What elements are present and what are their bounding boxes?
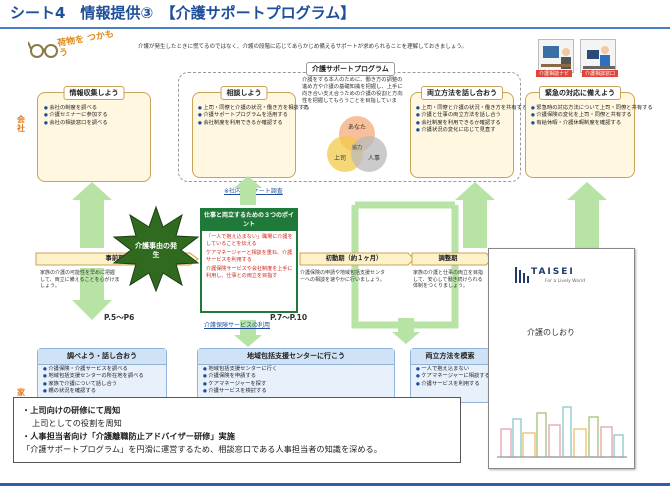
list-item: 介護サービスを利用する [416,381,490,388]
list-item: 上司・同僚と介護の状況・働き方を相談する [198,105,309,112]
stage-pre-description: 家族の介護の可能性を早めに把握して、両立に備えることを心がけましょう。 [40,270,120,289]
list-item: 地域包括支援センターに行く [203,366,277,373]
title-underline [0,27,670,29]
list-item: 介護と仕事の両立方法を話し合う [416,112,527,119]
balance-discuss-title: 両立方法を話し合おう [421,86,503,100]
list-item: 会社の制度を調べる [44,105,108,112]
program-description: 介護をする本人のために、働き方の調整の進め方や介護の基礎知識を把握し、上手に向き… [302,77,403,111]
stage-pre: 事前期 [105,255,125,262]
venn-circle-hr [351,136,387,172]
list-item: 介護保険の変化を上司・同僚と共有する [531,112,653,119]
balance-seek-box: 両立方法を模索 一人で抱え込まない ケアマネージャーに相談する 介護サービスを利… [410,348,490,403]
venn-label-center: 協力 [352,144,362,151]
city-skyline-illustration [497,406,627,458]
list-item: 介護保険・介護サービスを調べる [43,366,144,373]
list-item: 有給休暇・介護休暇制度を確認する [531,120,653,127]
page-ref-left: P.5～P6 [104,313,135,322]
bottom-border [0,483,670,486]
person-at-pc-image [538,39,574,73]
list-item: 地域包括支援センターの所在地を調べる [43,373,143,380]
person-label-2: 介護相談窓口 [582,70,619,77]
list-item: ケアマネージャーに相談する [416,373,490,380]
note-line-2: 上司としての役割を周知 [32,418,122,428]
stage-adjust-description: 家族の介護と仕事の両立を目指して、安心して働き続けられる体制をつくりましょう。 [413,270,484,289]
stage-initial: 初動期（約１ヶ月） [325,255,383,262]
taisei-logo-icon [515,267,529,283]
point-item-3: 介護保険サービスや会社制度を上手に利用し、仕事との両立を目指す [206,266,293,279]
venn-label-hr: 人事 [368,154,380,162]
booklet-tagline: For a Lively World [545,279,586,284]
side-label-family: 家 [17,388,25,397]
person-at-counter-image [580,39,616,73]
booklet-brand: TAISEI [531,267,575,277]
timeline-arrows [35,252,493,266]
venn-label-you: あなた [348,124,366,131]
list-item: 介護状況の変化に応じて見直す [416,127,527,134]
point-item-1: 「一人で抱え込まない」職場に介護をしていることを伝える [206,234,293,247]
care-event-label: 介護事由の発生 [135,242,177,259]
three-points-box: 仕事と両立するための３つのポイント 「一人で抱え込まない」職場に介護をしているこ… [200,208,298,313]
research-discuss-title: 調べよう・話し合おう [38,349,166,365]
list-item: 会社の相談窓口を調べる [44,120,107,127]
list-item: 介護サポートプログラムを活用する [198,112,309,119]
list-item: 一人で抱え込まない [416,366,490,373]
page-title: シート4 情報提供③ 【介護サポートプログラム】 [10,4,356,22]
emergency-title: 緊急の対応に備えよう [539,86,621,100]
info-gathering-box: 情報収集しよう 会社の制度を調べる 介護セミナーに参加する 会社の相談窓口を調べ… [37,86,151,182]
care-booklet-image: TAISEI For a Lively World 介護のしおり [488,248,635,469]
person-at-desk-icon [541,46,571,69]
research-discuss-box: 調べよう・話し合おう 介護保険・介護サービスを調べる 地域包括支援センターの所在… [37,348,167,403]
person-label-1: 介護相談ナビ [536,70,573,77]
support-center-title: 地域包括支援センターに行こう [198,349,394,365]
list-item: 上司・同僚と介護の状況・働き方を共有する [416,105,527,112]
venn-diagram: あなた 上司 人事 協力 [327,116,387,172]
side-label-company: 会社 [17,115,25,133]
page-ref-center: P.7～P.10 [270,313,308,322]
person-with-laptop-icon [583,46,615,69]
point-item-2: ケアマネージャーと相談を重ね、介護サービスを利用する [206,250,293,263]
service-link[interactable]: 介護保険サービスの利用 [204,322,271,329]
list-item: 会社制度を利用できるか確認する [198,120,309,127]
note-line-4: 「介護サポートプログラム」を円滑に運営するため、相談窓口である人事担当者の知識を… [22,444,382,454]
program-title: 介護サポートプログラム [306,62,395,76]
stage-adjust: 調整期 [438,255,458,262]
list-item: 介護セミナーに参加する [44,112,107,119]
list-item: 親の状況を確認する [43,388,144,395]
note-line-1: ・上司向けの研修にて周知 [22,405,121,415]
stage-initial-description: 介護保険の申請や地域包括支援センターへの相談を速やかに行いましょう。 [300,270,386,283]
balance-discuss-box: 両立方法を話し合おう 上司・同僚と介護の状況・働き方を共有する 介護と仕事の両立… [410,86,527,178]
info-gathering-title: 情報収集しよう [63,86,125,100]
list-item: 家族で介護について話し合う [43,381,144,388]
emergency-box: 緊急の対応に備えよう 緊急時の対応方法について上司・同僚と共有する 介護保険の変… [525,86,653,178]
support-center-box: 地域包括支援センターに行こう 地域包括支援センターに行く 介護保険を申請する ケ… [197,348,395,403]
note-line-3: ・人事担当者向け「介護離職防止アドバイザー研修」実施 [22,431,235,441]
glasses-icon [28,41,58,58]
list-item: 介護保険を申請する [203,373,277,380]
consult-box: 相談しよう 上司・同僚と介護の状況・働き方を相談する 介護サポートプログラムを活… [192,86,309,178]
starburst-shape [112,205,200,293]
list-item: 介護サービスを検討する [203,388,277,395]
list-item: 会社制度を利用できるか確認する [416,120,527,127]
up-arrows [72,176,607,248]
intro-text: 介護が発生したときに慌てるのではなく、介護の段階に応じてあらかじめ備えるサポート… [138,44,468,50]
three-points-title: 仕事と両立するための３つのポイント [202,210,296,231]
booklet-title: 介護のしおり [527,328,575,337]
training-note-box: ・上司向けの研修にて周知 上司としての役割を周知 ・人事担当者向け「介護離職防止… [13,397,461,463]
list-item: 緊急時の対応方法について上司・同僚と共有する [531,105,652,112]
list-item: ケアマネージャーを探す [203,381,277,388]
venn-label-boss: 上司 [334,154,346,162]
starburst-badge [112,205,200,293]
balance-seek-title: 両立方法を模索 [411,349,489,365]
consult-title: 相談しよう [220,86,268,100]
